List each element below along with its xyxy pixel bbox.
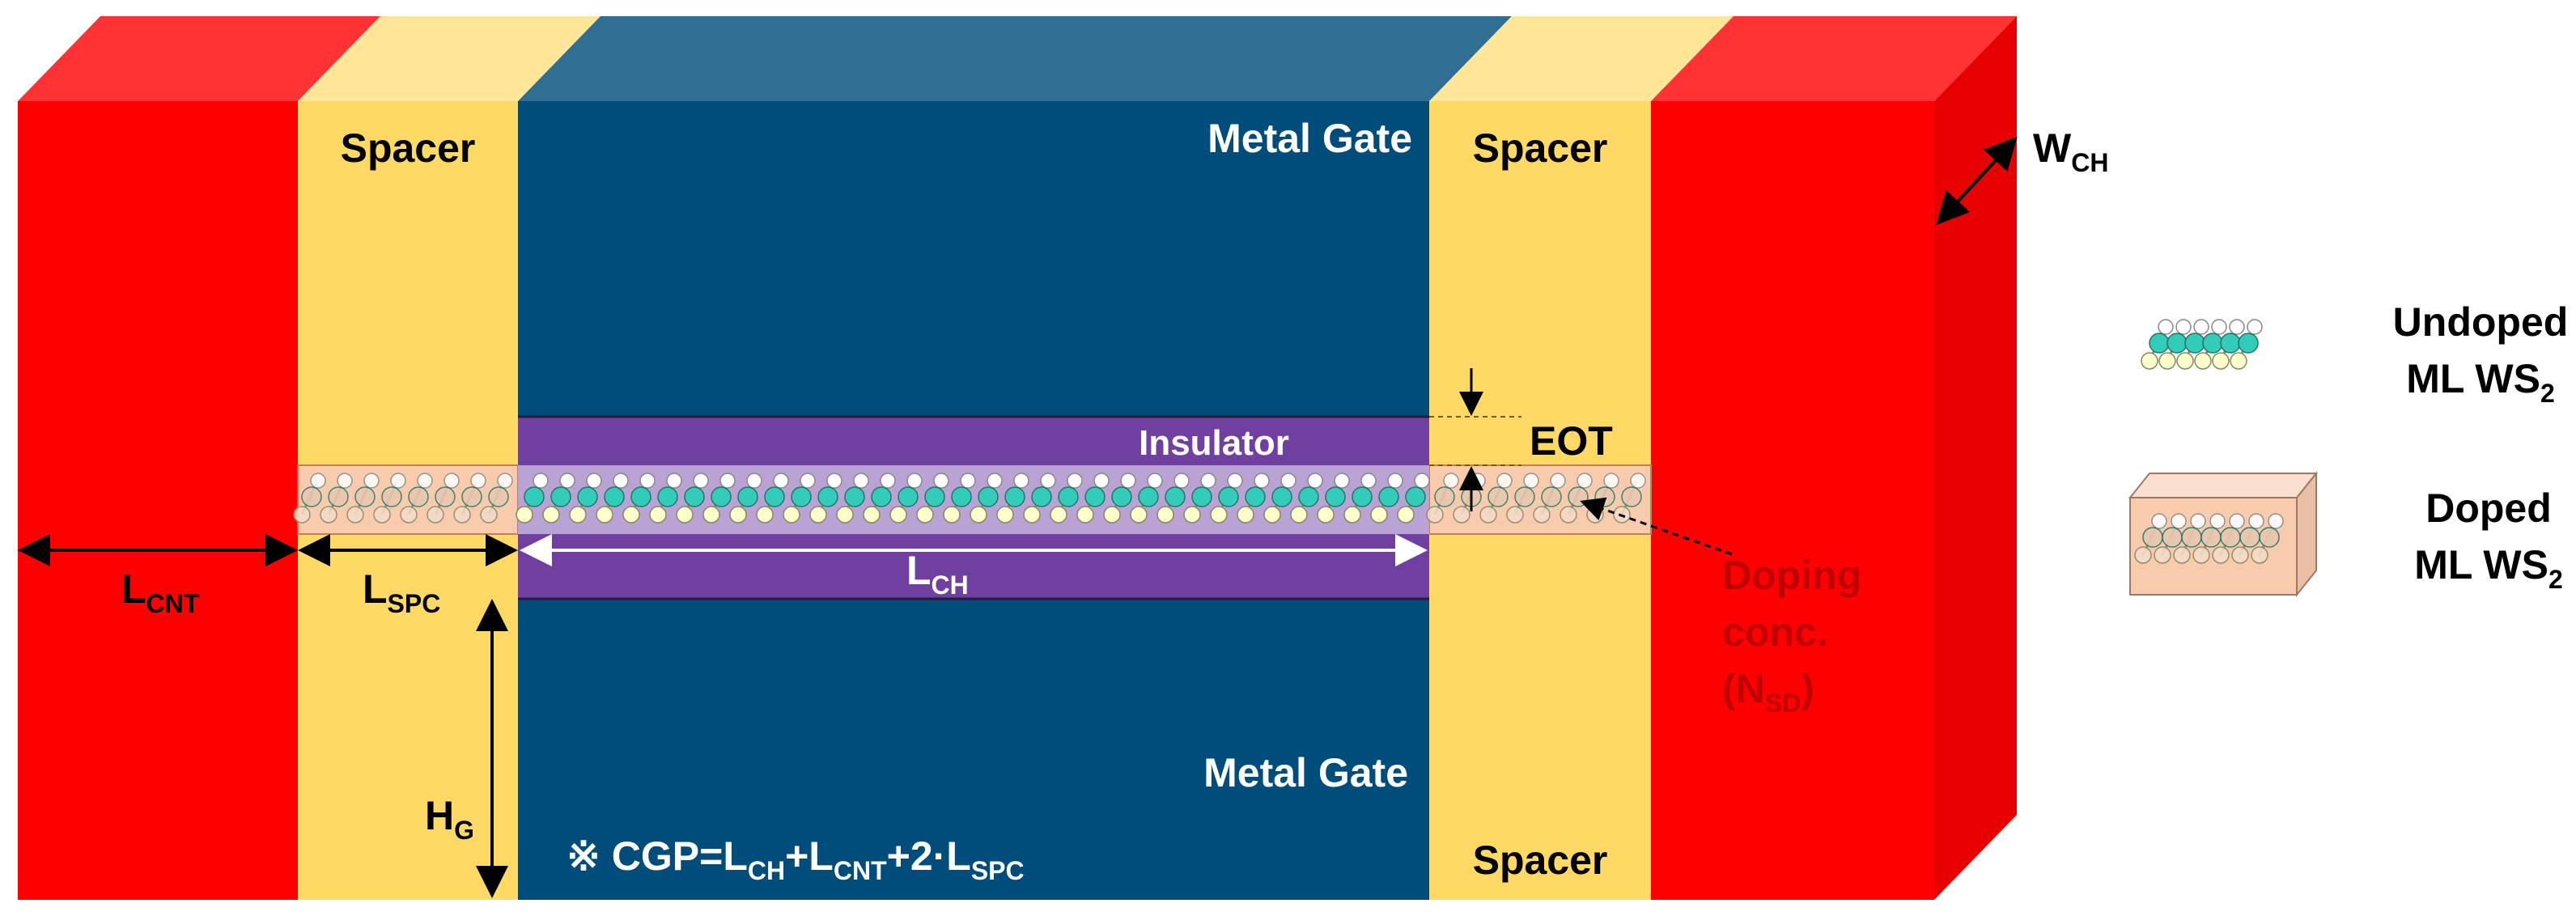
eot-label: EOT — [1530, 418, 1613, 464]
doped-ws2-icon — [2128, 471, 2319, 597]
metal-gate-top-block — [518, 101, 1429, 417]
spacer-label-bottom-right: Spacer — [1473, 838, 1608, 883]
insulator-label: Insulator — [1139, 423, 1289, 463]
gate-top — [518, 16, 1512, 101]
left-contact-top — [18, 16, 380, 101]
insulator-bottom — [518, 534, 1429, 599]
doping-pointer — [1580, 497, 1733, 556]
right-contact-top — [1651, 16, 2017, 101]
undoped-ws2-icon — [2141, 319, 2263, 370]
legend-doped-line1: Doped — [2425, 486, 2552, 531]
l-spc-label: LSPC — [363, 566, 440, 618]
metal-gate-label-bottom: Metal Gate — [1203, 750, 1408, 795]
doping-label-line3: (NSD) — [1722, 666, 1814, 718]
channel — [293, 464, 1652, 535]
cgp-formula: ※ CGP=LCH+LCNT+2·LSPC — [567, 833, 1025, 885]
doping-label-line2: conc. — [1722, 609, 1828, 655]
right-spacer-top — [1429, 16, 1734, 101]
insulator-top — [518, 417, 1429, 465]
l-cnt-label: LCNT — [121, 566, 200, 618]
w-ch-arrow — [1936, 137, 2018, 225]
h-g-label: HG — [425, 793, 474, 845]
undoped-ws2-atoms — [516, 473, 1430, 524]
legend-undoped-line1: Undoped — [2393, 299, 2569, 345]
metal-gate-label-top: Metal Gate — [1207, 116, 1412, 161]
legend-undoped-line2: ML WS2 — [2406, 356, 2555, 408]
right-contact-side — [1934, 16, 2017, 900]
doping-label-line1: Doping — [1722, 553, 1861, 598]
doped-ws2-atoms — [293, 473, 1646, 524]
right-contact — [1651, 101, 1934, 900]
left-spacer-top — [298, 16, 601, 101]
spacer-label-top-left: Spacer — [341, 125, 476, 171]
metal-gate-bottom-block — [518, 599, 1429, 900]
w-ch-label: WCH — [2033, 125, 2108, 177]
top-faces — [18, 16, 2017, 900]
l-ch-label: LCH — [906, 548, 969, 600]
legend-doped-line2: ML WS2 — [2414, 542, 2563, 594]
left-contact — [18, 101, 298, 900]
spacer-label-top-right: Spacer — [1473, 125, 1608, 171]
legend: Undoped ML WS2 Doped ML WS2 — [2128, 299, 2569, 597]
